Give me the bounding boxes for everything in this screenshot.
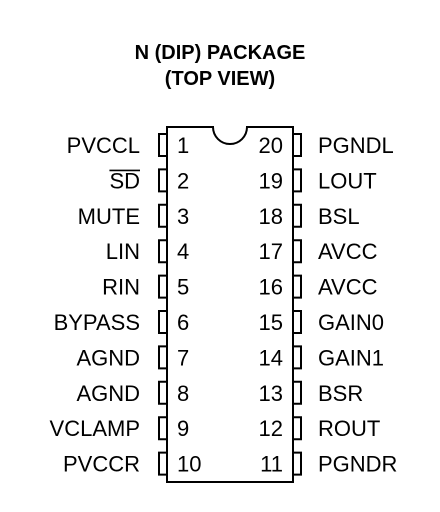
pin-lead <box>158 168 167 193</box>
pin-number: 14 <box>259 345 283 370</box>
pin-lead <box>158 203 167 228</box>
pin-lead <box>158 133 167 157</box>
pin-lead <box>293 345 302 370</box>
pin-name: LIN <box>106 239 140 264</box>
pin-number: 5 <box>177 275 189 300</box>
pin-lead <box>293 310 302 334</box>
pin-number: 8 <box>177 381 189 406</box>
pin-number: 11 <box>260 452 283 477</box>
pin-name: PGNDL <box>318 133 394 158</box>
pin-number: 1 <box>177 133 189 158</box>
pin-lead <box>293 274 302 299</box>
pin-name: VCLAMP <box>50 416 140 441</box>
pin-name: AGND <box>76 381 140 406</box>
pin-lead <box>158 274 167 299</box>
pin-lead <box>293 168 302 193</box>
pin-number: 16 <box>259 275 283 300</box>
pin-number: 15 <box>259 310 283 335</box>
pin-number: 9 <box>177 416 189 441</box>
package-title: N (DIP) PACKAGE (TOP VIEW) <box>0 40 440 92</box>
pin-number: 10 <box>177 452 201 477</box>
left-pin-column: 1PVCCL2SD3MUTE4LIN5RIN6BYPASS7AGND8AGND9… <box>50 133 201 477</box>
pin-name: GAIN1 <box>318 345 384 370</box>
pin-lead <box>158 345 167 370</box>
pin-lead <box>158 380 167 405</box>
pin-name: SD <box>109 168 140 193</box>
pin-name: BSL <box>318 204 360 229</box>
pin-number: 18 <box>259 204 283 229</box>
pin-lead <box>293 239 302 264</box>
ic-body-outline <box>166 126 294 483</box>
title-line-view: (TOP VIEW) <box>164 68 276 90</box>
pin-name: BSR <box>318 381 363 406</box>
pin-name: ROUT <box>318 416 380 441</box>
pin-lead <box>158 310 167 334</box>
pin-number: 6 <box>177 310 189 335</box>
pin-number: 3 <box>177 204 189 229</box>
pin-lead <box>293 203 302 228</box>
pin-lead <box>158 451 167 476</box>
pin-lead <box>293 416 302 441</box>
pin-name: LOUT <box>318 168 377 193</box>
pin-number: 4 <box>177 239 189 264</box>
pin-lead <box>293 451 302 476</box>
pin-number: 12 <box>259 416 283 441</box>
pin-name: MUTE <box>78 204 140 229</box>
pin-number: 20 <box>259 133 283 158</box>
pin-name: RIN <box>102 275 140 300</box>
pin-name: PGNDR <box>318 452 397 477</box>
pin-number: 13 <box>259 381 283 406</box>
pin-lead <box>293 380 302 405</box>
pin-name: BYPASS <box>54 310 140 335</box>
pin-number: 19 <box>259 168 283 193</box>
pin-name: PVCCL <box>67 133 140 158</box>
pin-name: GAIN0 <box>318 310 384 335</box>
pin-number: 7 <box>177 345 189 370</box>
title-line-package: N (DIP) PACKAGE <box>134 42 306 64</box>
pin-lead <box>293 133 302 157</box>
pin-number: 2 <box>177 168 189 193</box>
pin-name: AVCC <box>318 275 378 300</box>
pin-name: AGND <box>76 345 140 370</box>
pin-number: 17 <box>259 239 283 264</box>
pin-lead <box>158 239 167 264</box>
pin-name: PVCCR <box>63 452 140 477</box>
pin-name: AVCC <box>318 239 378 264</box>
pin-lead <box>158 416 167 441</box>
